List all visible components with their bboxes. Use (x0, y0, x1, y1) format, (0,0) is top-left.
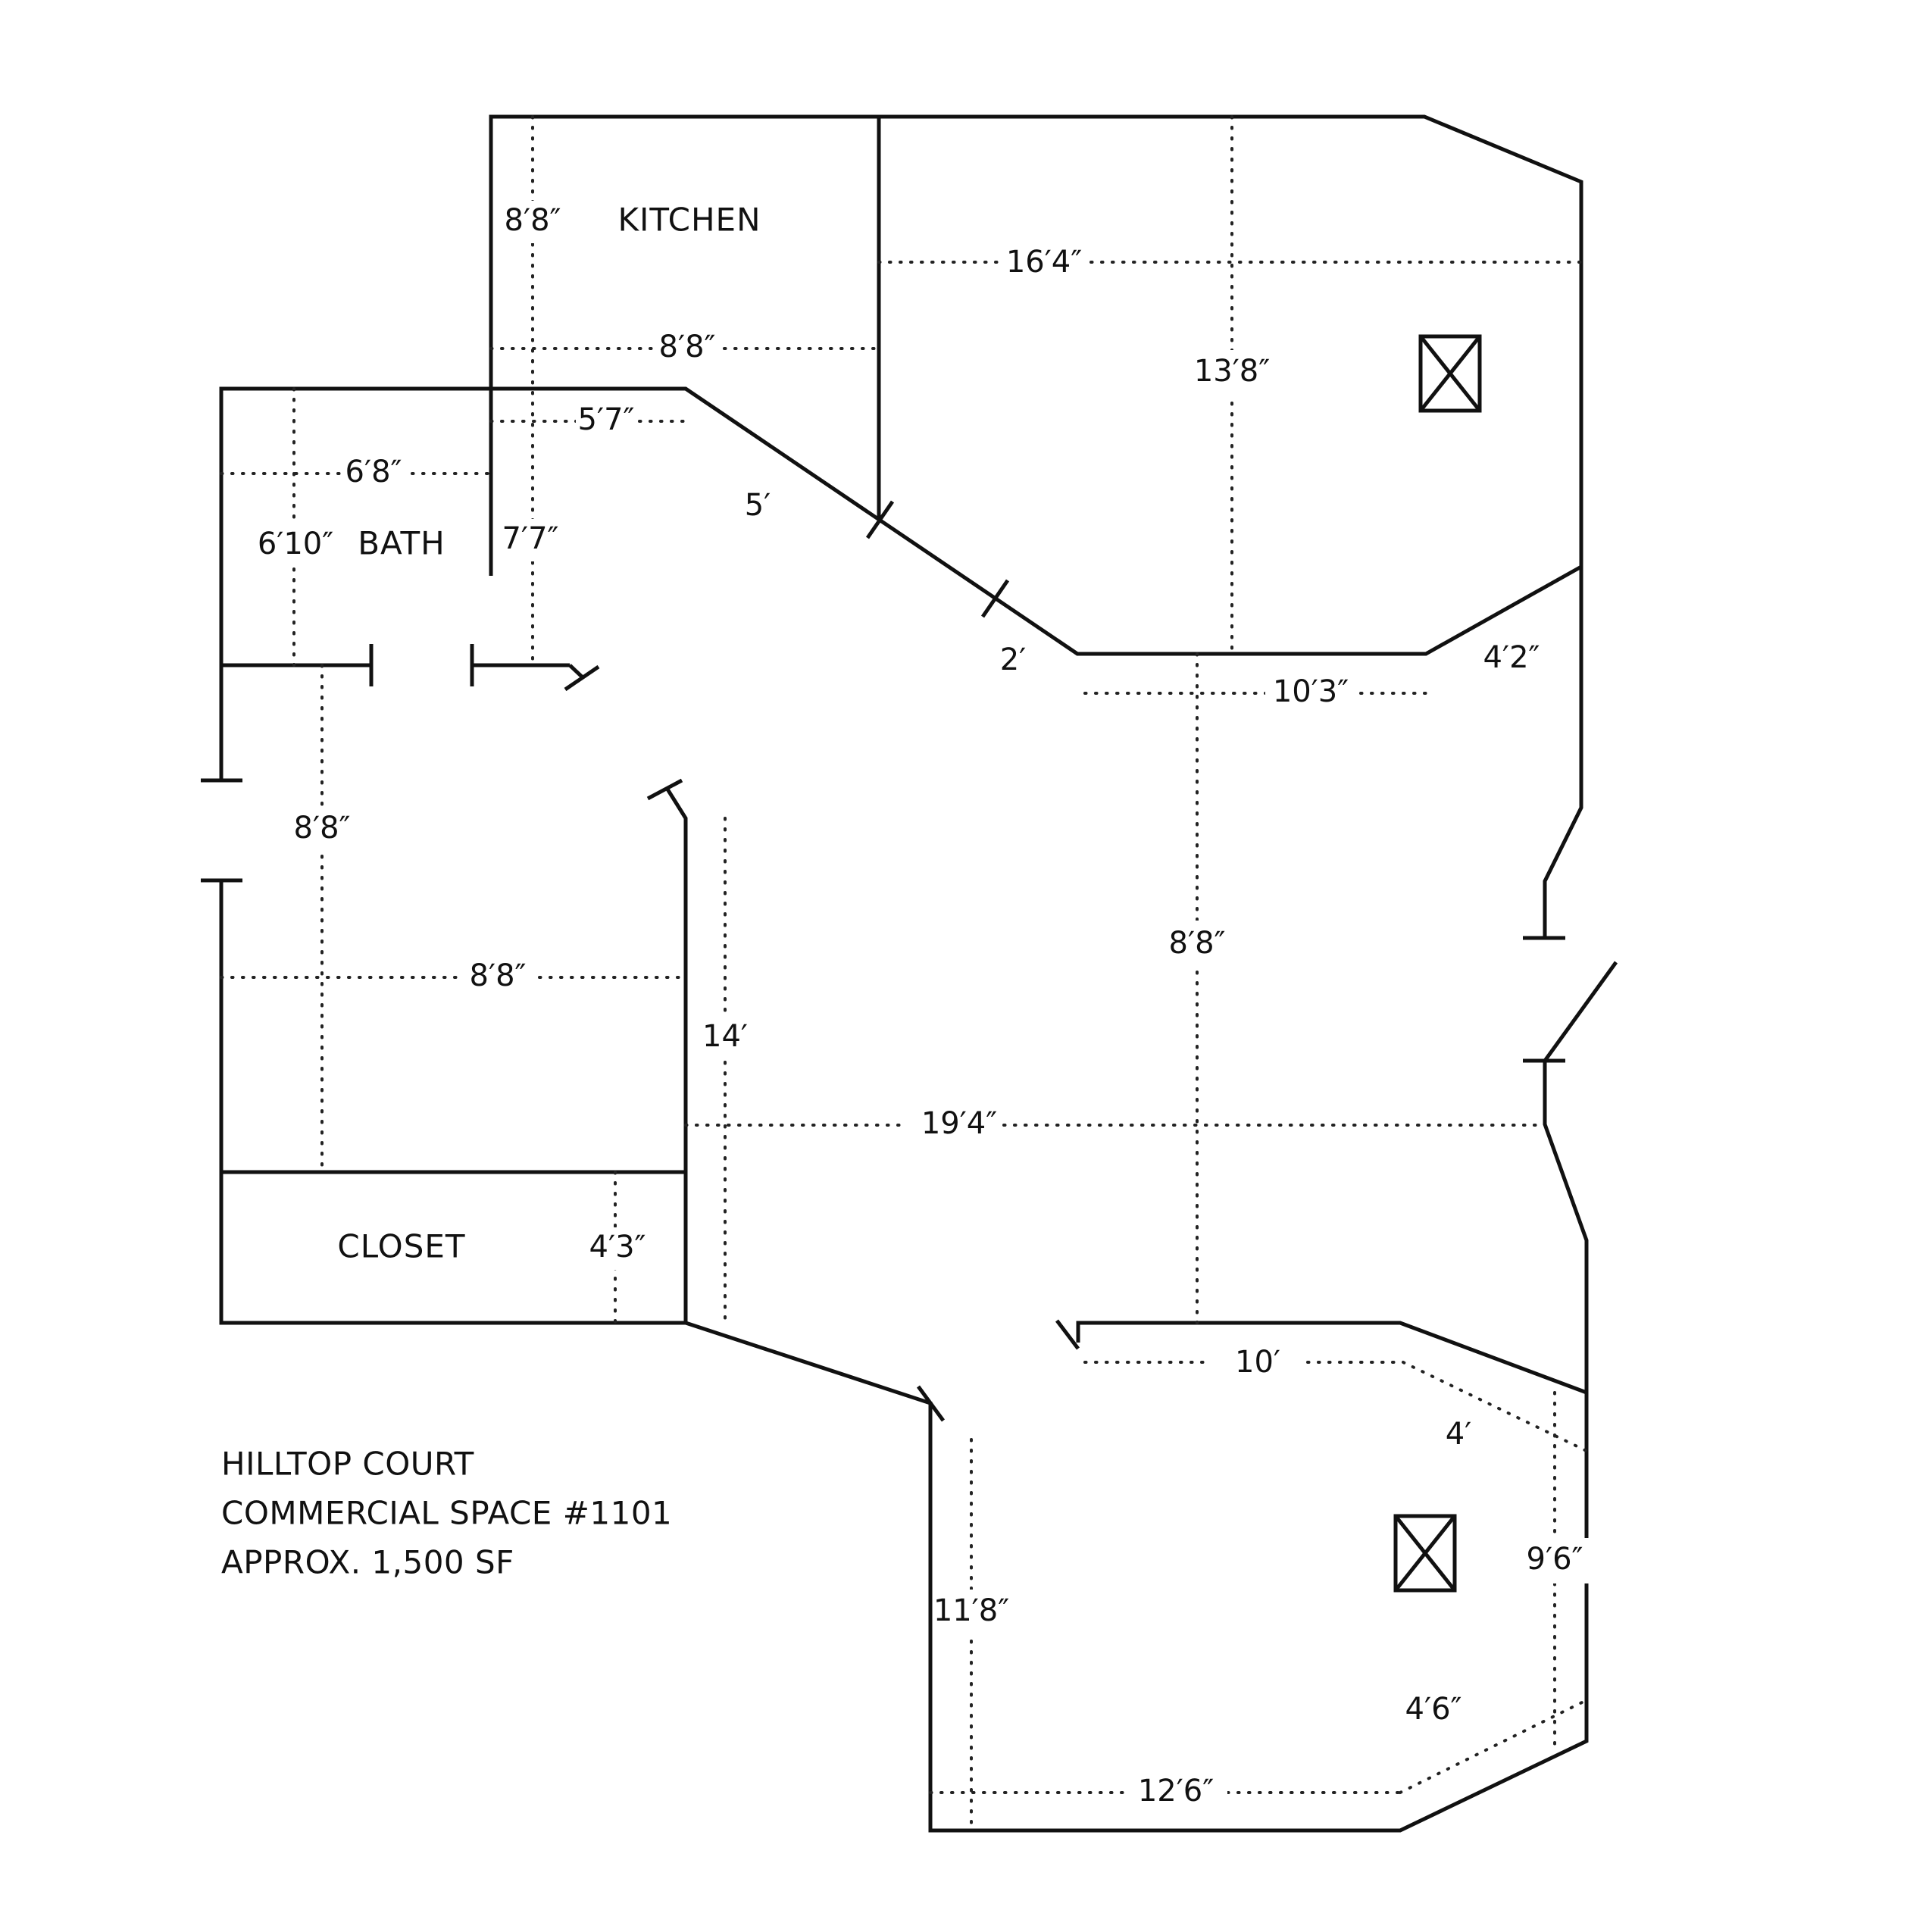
dim-left-room-width: 8′8″ (470, 958, 527, 993)
dim-lower-room-corner-bottom: 4′6″ (1405, 1692, 1462, 1727)
door-tick-lower-left (916, 1385, 946, 1422)
door-tick-diagonal-1 (865, 500, 895, 539)
dim-kitchen-height: 8′8″ (505, 203, 561, 238)
dim-lower-room-top: 10′ (1235, 1345, 1280, 1380)
dim-left-passage: 8′8″ (294, 811, 351, 846)
door-markers (201, 500, 1618, 1422)
room-label-kitchen: KITCHEN (618, 202, 761, 239)
dim-bath-width: 6′8″ (345, 455, 402, 489)
dim-lower-wall-width: 10′3″ (1273, 674, 1349, 709)
info-space-number: COMMERCIAL SPACE #1101 (221, 1495, 672, 1532)
info-property-name: HILLTOP COURT (221, 1446, 474, 1483)
door-leaf-hall (568, 664, 585, 680)
dim-hall-height: 7′7″ (502, 521, 559, 556)
dim-lower-room-height: 9′6″ (1527, 1542, 1583, 1577)
door-leaf-left-room (646, 778, 683, 801)
wall-lower-room-north (1076, 1321, 1587, 1395)
dim-main-width: 19′4″ (921, 1106, 997, 1141)
dim-hall-top-width: 5′7″ (578, 402, 635, 437)
dim-left-room-depth: 14′ (702, 1019, 748, 1054)
room-labels: KITCHEN BATH CLOSET (337, 202, 761, 1265)
dim-diagonal-short: 2′ (1000, 642, 1027, 677)
dim-lower-room-left: 11′8″ (933, 1593, 1009, 1628)
dim-diagonal-wall: 5′ (745, 488, 771, 523)
walls (219, 114, 1589, 1833)
wall-top-and-east (489, 114, 1583, 938)
fixture-lower (1393, 1514, 1457, 1593)
wall-upper-room-south (219, 386, 1583, 780)
fixture-upper (1418, 334, 1482, 413)
room-label-bath: BATH (358, 525, 445, 562)
dim-upper-room-height: 13′8″ (1194, 354, 1270, 389)
dim-lower-room-width: 12′6″ (1138, 1774, 1214, 1809)
door-leaf-hall-tick (564, 664, 600, 692)
dim-center-height: 8′8″ (1169, 926, 1226, 961)
dimension-labels: 8′8″ 8′8″ 5′7″ 16′4″ 13′8″ 6′8″ 6′10″ 7′… (254, 201, 1589, 1814)
dim-kitchen-width: 8′8″ (659, 330, 716, 364)
dim-line-lower-corner-top (1402, 1361, 1588, 1452)
dim-lower-room-corner-top: 4′ (1446, 1417, 1472, 1452)
dim-corner-wall: 4′2″ (1483, 640, 1540, 675)
door-leaf-east (1543, 961, 1618, 1062)
property-info: HILLTOP COURT COMMERCIAL SPACE #1101 APP… (221, 1446, 672, 1581)
wall-lower-left-diagonal (685, 1061, 1589, 1833)
dim-upper-room-width: 16′4″ (1006, 245, 1082, 280)
door-tick-diagonal-2 (980, 579, 1010, 618)
dim-bath-height: 6′10″ (258, 527, 333, 561)
door-tick-lower-room (1055, 1319, 1080, 1350)
info-area: APPROX. 1,500 SF (221, 1544, 514, 1581)
dim-closet-depth: 4′3″ (589, 1230, 646, 1265)
room-label-closet: CLOSET (337, 1228, 465, 1265)
